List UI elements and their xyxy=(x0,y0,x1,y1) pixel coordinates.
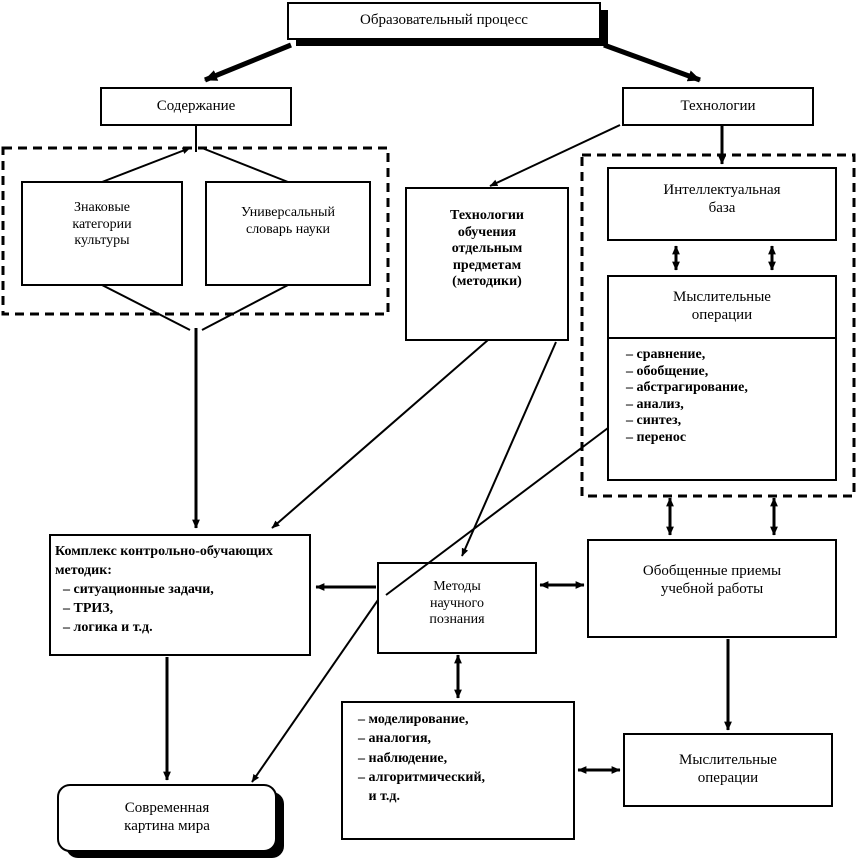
subject-methods-box[interactable] xyxy=(405,187,569,341)
arrow-signcat-to-content xyxy=(101,147,191,183)
universal-dictionary-box[interactable] xyxy=(205,181,371,286)
technology-box[interactable] xyxy=(622,87,814,126)
scientific-methods-box[interactable] xyxy=(377,562,537,654)
arrow-title-to-content xyxy=(204,42,292,83)
arrow-dict-to-content xyxy=(201,147,289,183)
mental-operations-box-2[interactable] xyxy=(623,733,833,807)
arrow-subject-methods-to-scientific xyxy=(461,341,557,557)
line-signcat-down xyxy=(101,284,191,331)
intellectual-base-box[interactable] xyxy=(607,167,837,241)
generalized-methods-box[interactable] xyxy=(587,539,837,638)
technology-dashed-group xyxy=(580,153,856,498)
content-dashed-group xyxy=(1,146,390,316)
arrow-scientific-to-modern-picture xyxy=(251,599,379,783)
title-box[interactable] xyxy=(287,2,601,40)
line-dict-down xyxy=(201,284,289,331)
modern-picture-box[interactable] xyxy=(57,784,277,852)
arrow-technology-to-subject-methods xyxy=(489,124,621,187)
methods-list-box[interactable] xyxy=(341,701,575,840)
mental-operations-list-box[interactable] xyxy=(607,337,837,481)
arrow-title-to-technology xyxy=(603,42,701,83)
complex-methods-box[interactable] xyxy=(49,534,311,656)
mental-operations-box[interactable] xyxy=(607,275,837,339)
content-box[interactable] xyxy=(100,87,292,126)
arrow-subject-methods-to-complex xyxy=(271,339,489,529)
sign-categories-box[interactable] xyxy=(21,181,183,286)
arrow-mentalops-to-scientific xyxy=(385,427,609,596)
